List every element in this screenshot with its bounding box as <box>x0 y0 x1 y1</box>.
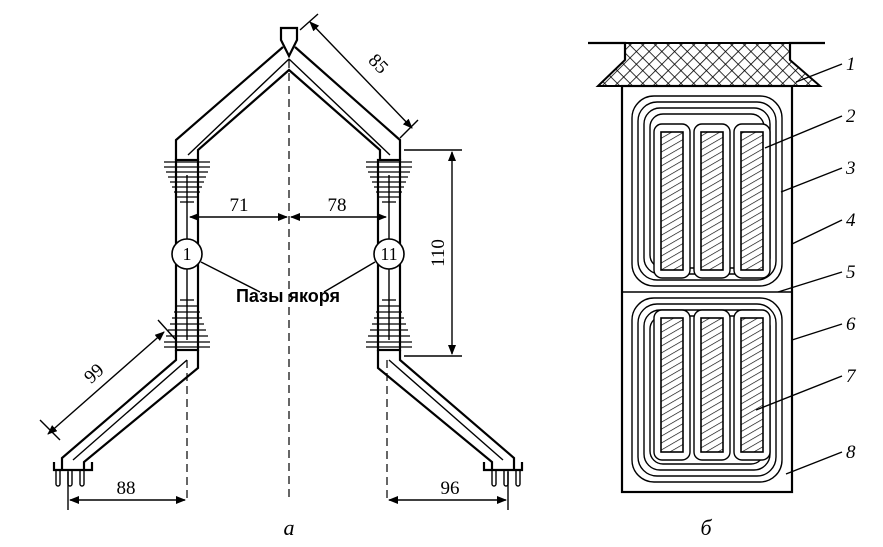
core-top-left <box>588 41 627 60</box>
lower-insulation-outer <box>631 297 783 483</box>
upper-conductors <box>653 123 771 279</box>
caption-a: а <box>284 515 295 540</box>
callout-1: 1 <box>846 54 856 75</box>
armature-slots-label: Пазы якоря <box>236 286 340 306</box>
dim-85: 85 <box>364 50 392 78</box>
upper-left-mid <box>187 58 290 156</box>
left-lead-outer <box>60 350 178 470</box>
lower-insulation-2 <box>637 303 777 477</box>
lower-conductors <box>653 309 771 461</box>
right-terminal-fork <box>482 462 524 487</box>
leader-5 <box>777 271 843 293</box>
callout-3: 3 <box>845 158 856 179</box>
slot-leader-right <box>323 261 376 293</box>
left-top-insulation <box>164 161 210 203</box>
slot-wedge <box>595 42 823 87</box>
slot-circle-left <box>171 238 203 270</box>
dim99-ext-top <box>157 319 177 341</box>
left-terminal-fork <box>52 462 94 487</box>
upper-left-outer <box>174 46 284 160</box>
leader-6 <box>791 323 843 341</box>
callout-4: 4 <box>846 210 856 231</box>
slot-number-right: 11 <box>380 244 397 264</box>
dim-78: 78 <box>328 195 347 216</box>
right-lead-outer <box>398 350 516 470</box>
leader-7 <box>755 375 843 411</box>
dim85-ext-bottom <box>399 119 419 139</box>
slot-leader-left <box>200 261 261 293</box>
leader-8 <box>785 451 843 475</box>
callout-7: 7 <box>846 366 857 387</box>
coil-nose <box>279 26 299 59</box>
slot-circle-right <box>373 238 405 270</box>
dim85-ext-top <box>299 13 319 31</box>
upper-inner-edge <box>196 68 382 160</box>
leader-2 <box>764 115 843 149</box>
upper-insulation-2 <box>637 101 777 281</box>
callout-5: 5 <box>846 262 856 283</box>
dim-110: 110 <box>428 239 449 267</box>
left-bottom-insulation <box>164 299 210 348</box>
callout-6: 6 <box>846 314 856 335</box>
slot-outline <box>620 84 794 494</box>
dim85-line <box>309 21 413 129</box>
slot-section-b: 1 2 3 4 5 6 7 8 б <box>588 41 857 540</box>
callout-2: 2 <box>846 106 856 127</box>
right-lead-mid <box>388 359 504 461</box>
callout-8: 8 <box>846 442 856 463</box>
dim-71: 71 <box>230 195 249 216</box>
core-top-right <box>788 41 825 60</box>
leader-1 <box>795 63 843 83</box>
dim99-line <box>47 331 165 435</box>
dim-88: 88 <box>117 478 136 499</box>
right-bottom-insulation <box>366 299 412 348</box>
right-top-insulation <box>366 161 412 203</box>
right-lead-inner <box>376 350 494 470</box>
caption-b: б <box>700 515 712 540</box>
leader-3 <box>780 167 843 193</box>
coil-drawing-a: 1 11 Пазы якоря 85 71 78 110 99 88 <box>39 13 524 540</box>
leader-4 <box>791 219 843 245</box>
dim-96: 96 <box>441 478 460 499</box>
slot-number-left: 1 <box>183 244 192 264</box>
dim99-ext-bottom <box>39 419 61 441</box>
